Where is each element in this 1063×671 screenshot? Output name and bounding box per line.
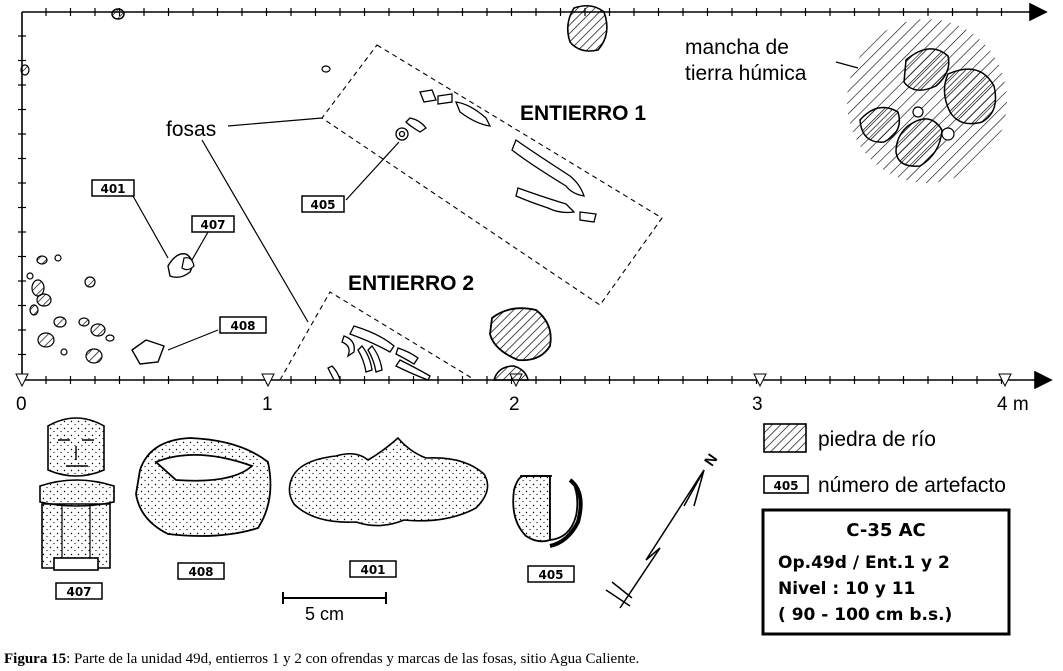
tag-401: 401 <box>100 182 125 196</box>
burial-1-bones <box>395 89 597 223</box>
legend-artifact-tag: 405 <box>773 479 798 493</box>
scale-label: 5 cm <box>305 604 344 624</box>
axis-label-1: 1 <box>262 394 273 415</box>
artifact-405-leader <box>345 141 400 201</box>
mancha-leader-line <box>835 61 859 69</box>
axis-label-4: 4 m <box>997 394 1029 415</box>
burial-2-pit <box>279 291 476 381</box>
drawing-405 <box>512 475 583 548</box>
axis-labels: 0 1 2 3 4 m <box>16 394 1029 415</box>
legend-stone-label: piedra de río <box>818 428 936 451</box>
tag-408: 408 <box>230 319 255 333</box>
marker-0-icon <box>15 373 29 388</box>
marker-3-icon <box>753 373 767 388</box>
north-label: N <box>701 451 721 470</box>
river-stone-edge <box>492 365 529 381</box>
drawing-408 <box>135 437 272 537</box>
artifact-401-leader <box>132 195 169 259</box>
axis-label-2: 2 <box>509 394 520 415</box>
river-stone-top <box>566 4 608 52</box>
small-stone <box>111 8 125 20</box>
mancha-label-line2: tierra húmica <box>685 62 807 85</box>
drawing-401 <box>288 436 489 527</box>
info-box-title: C-35 AC <box>846 520 926 541</box>
info-box <box>761 508 1011 636</box>
tag-401-box <box>91 179 135 197</box>
info-box-line2: Nivel : 10 y 11 <box>778 579 915 599</box>
caption-label: Figura 15 <box>4 651 67 667</box>
tag-405: 405 <box>310 198 335 212</box>
figure-caption: Figura 15: Parte de la unidad 49d, entie… <box>4 650 1059 668</box>
artifact-tags-plan: 401 407 405 408 <box>91 179 345 334</box>
top-arrowhead <box>1029 2 1048 22</box>
bottom-arrowhead <box>1034 370 1053 390</box>
legend-artifact-label: número de artefacto <box>818 474 1006 497</box>
drawing-401-tag-box <box>349 560 397 578</box>
drawing-401-tag: 401 <box>360 563 385 577</box>
burial-2-bones <box>327 325 431 381</box>
entierro-2-label: ENTIERRO 2 <box>348 272 474 295</box>
artifact-407-plan <box>181 257 195 271</box>
drawing-407-tag-box <box>55 582 103 600</box>
marker-4-icon <box>998 373 1012 388</box>
meter-markers <box>15 373 1012 388</box>
mancha-label-line1: mancha de <box>685 36 789 59</box>
legend-artifact-tag-box <box>763 475 809 494</box>
fosas-leader-1 <box>227 117 323 127</box>
river-stone-large <box>489 307 552 362</box>
drawing-405-tag-box <box>527 565 575 583</box>
tag-407: 407 <box>200 218 225 232</box>
small-stone <box>321 65 331 73</box>
entierro-1-label: ENTIERRO 1 <box>520 102 646 125</box>
burial-1-pit <box>321 44 663 306</box>
legend-stone-swatch <box>763 423 807 453</box>
scale-bar <box>282 592 387 604</box>
artifact-408-leader <box>167 329 219 351</box>
artifact-407-leader <box>191 231 209 261</box>
drawing-407 <box>39 417 115 571</box>
caption-text: : Parte de la unidad 49d, entierros 1 y … <box>66 651 640 667</box>
drawing-408-tag-box <box>177 562 225 580</box>
north-arrow-icon <box>605 469 705 609</box>
tag-408-box <box>219 316 267 334</box>
drawing-407-tag: 407 <box>66 585 91 599</box>
fosas-label: fosas <box>166 118 216 141</box>
drawing-405-tag: 405 <box>538 568 563 582</box>
tag-405-box <box>301 195 345 213</box>
stone-cluster <box>26 254 115 364</box>
info-box-line3: ( 90 - 100 cm b.s.) <box>778 605 952 625</box>
drawing-408-tag: 408 <box>188 565 213 579</box>
info-box-line1: Op.49d / Ent.1 y 2 <box>778 553 950 573</box>
tag-407-box <box>191 215 235 233</box>
marker-1-icon <box>261 373 275 388</box>
artifact-408-plan <box>131 339 165 365</box>
axis-label-3: 3 <box>752 394 763 415</box>
humic-soil-stain <box>847 19 1007 183</box>
axis-label-0: 0 <box>16 394 27 415</box>
grid-ticks <box>18 8 1003 384</box>
small-stone <box>20 64 30 76</box>
fosas-leader-2 <box>201 139 309 323</box>
